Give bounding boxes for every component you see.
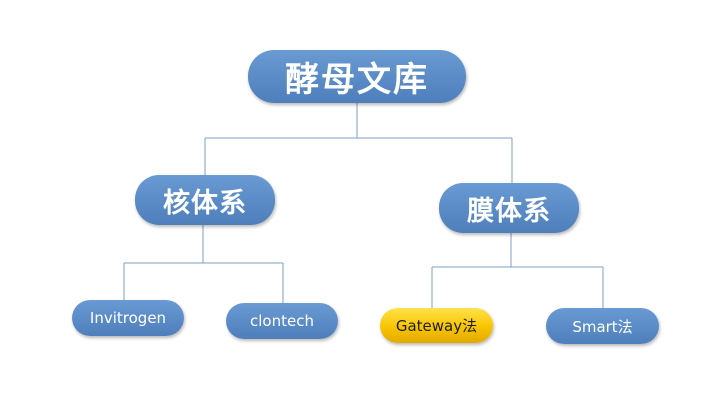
leaf-node-clontech: clontech xyxy=(226,303,338,339)
connector-root-branches xyxy=(204,103,513,183)
root-node-yeast-library: 酵母文库 xyxy=(248,50,466,103)
leaf-node-invitrogen: Invitrogen xyxy=(72,300,184,336)
leaf-node-smart: Smart法 xyxy=(546,308,659,344)
branch-node-membrane-system: 膜体系 xyxy=(439,183,579,233)
leaf-node-gateway-highlighted: Gateway法 xyxy=(380,308,493,343)
branch-node-nuclear-system: 核体系 xyxy=(135,175,275,225)
connector-nuclear-leaves xyxy=(123,225,284,303)
connector-membrane-leaves xyxy=(431,233,604,308)
